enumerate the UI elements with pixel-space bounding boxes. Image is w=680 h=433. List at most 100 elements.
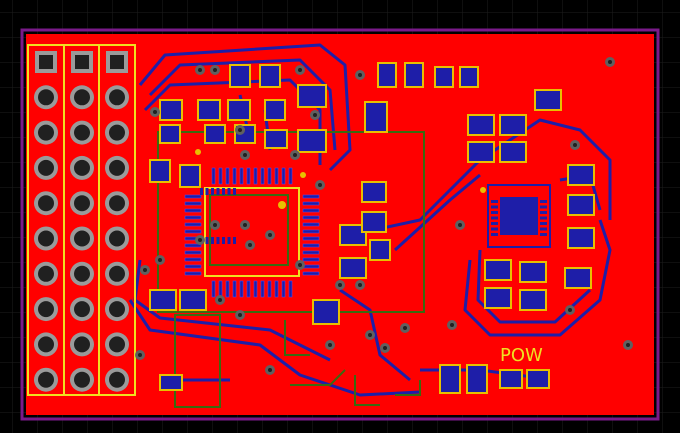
mcu-pad[interactable] xyxy=(281,167,286,185)
smd-pad[interactable] xyxy=(499,141,527,163)
mcu-pad[interactable] xyxy=(246,280,251,298)
mcu-pad[interactable] xyxy=(302,250,320,255)
qfn-pad[interactable] xyxy=(491,233,498,236)
smd-pad[interactable] xyxy=(466,364,488,394)
smd-pad[interactable] xyxy=(259,64,281,88)
qfn-pad[interactable] xyxy=(540,233,547,236)
qfn-pad[interactable] xyxy=(200,188,203,195)
smd-pad[interactable] xyxy=(499,114,527,136)
mcu-pad[interactable] xyxy=(184,250,202,255)
qfn-pad[interactable] xyxy=(540,222,547,225)
mcu-pad[interactable] xyxy=(253,280,258,298)
smd-pad[interactable] xyxy=(227,99,251,121)
smd-pad[interactable] xyxy=(526,369,550,389)
board-outline[interactable] xyxy=(20,28,660,421)
mcu-pad[interactable] xyxy=(239,167,244,185)
qfn-pad[interactable] xyxy=(227,237,231,244)
qfn-pad[interactable] xyxy=(540,227,547,231)
qfn-pad[interactable] xyxy=(491,205,498,209)
mcu-pad[interactable] xyxy=(302,243,320,248)
smd-pad[interactable] xyxy=(361,181,387,203)
smd-pad[interactable] xyxy=(567,194,595,216)
mcu-pad[interactable] xyxy=(218,280,223,298)
via-group[interactable] xyxy=(135,57,633,375)
smd-pad[interactable] xyxy=(459,66,479,88)
mcu-pad[interactable] xyxy=(184,243,202,248)
smd-pad[interactable] xyxy=(364,101,388,133)
mcu-pad[interactable] xyxy=(184,201,202,206)
qfn-pad[interactable] xyxy=(211,188,214,195)
smd-pad[interactable] xyxy=(534,89,562,111)
mcu-pad[interactable] xyxy=(184,215,202,220)
qfn-pad[interactable] xyxy=(205,188,209,195)
smd-pad[interactable] xyxy=(519,289,547,311)
qfn-pad[interactable] xyxy=(491,216,498,220)
smd-pad[interactable] xyxy=(499,369,523,389)
qfn-pad[interactable] xyxy=(491,200,498,203)
mcu-pad[interactable] xyxy=(184,194,202,199)
smd-pad[interactable] xyxy=(159,124,181,144)
qfn-pad[interactable] xyxy=(222,237,225,244)
qfn-ic[interactable] xyxy=(200,184,551,248)
mcu-pad[interactable] xyxy=(232,280,237,298)
mcu-pad[interactable] xyxy=(302,236,320,241)
smd-pad[interactable] xyxy=(361,211,387,233)
mcu-qfp-pads[interactable] xyxy=(184,167,320,298)
smd-pad[interactable] xyxy=(297,129,327,153)
smd-pad[interactable] xyxy=(484,287,512,309)
smd-pad[interactable] xyxy=(159,99,183,121)
mcu-pad[interactable] xyxy=(302,194,320,199)
mcu-pad[interactable] xyxy=(281,280,286,298)
mcu-pad[interactable] xyxy=(253,167,258,185)
mcu-pad[interactable] xyxy=(274,167,279,185)
mcu-pad[interactable] xyxy=(184,222,202,227)
qfn-pad[interactable] xyxy=(540,216,547,220)
qfn-pad[interactable] xyxy=(222,188,225,195)
smd-pad[interactable] xyxy=(404,62,424,88)
mcu-pad[interactable] xyxy=(267,167,272,185)
qfn-pad[interactable] xyxy=(491,227,498,231)
qfn-pad[interactable] xyxy=(540,200,547,203)
mcu-pad[interactable] xyxy=(225,167,230,185)
smd-pad[interactable] xyxy=(179,289,207,311)
smd-pad[interactable] xyxy=(264,129,288,149)
qfn-pad[interactable] xyxy=(227,188,231,195)
mcu-pad[interactable] xyxy=(302,201,320,206)
smd-pad[interactable] xyxy=(467,114,495,136)
mcu-pad[interactable] xyxy=(302,264,320,269)
smd-pad[interactable] xyxy=(564,267,592,289)
mcu-pad[interactable] xyxy=(239,280,244,298)
pin-header[interactable] xyxy=(27,44,136,396)
mcu-pad[interactable] xyxy=(302,222,320,227)
qfn-pad[interactable] xyxy=(216,237,220,244)
qfn-pad[interactable] xyxy=(491,222,498,225)
qfn-pad[interactable] xyxy=(491,211,498,214)
qfn-pad[interactable] xyxy=(205,237,209,244)
smd-pad[interactable] xyxy=(434,66,454,88)
smd-pad[interactable] xyxy=(204,124,226,144)
mcu-pad[interactable] xyxy=(260,280,265,298)
smd-pad[interactable] xyxy=(159,374,183,391)
mcu-pad[interactable] xyxy=(302,229,320,234)
smd-pad-group[interactable] xyxy=(149,62,595,394)
qfn-pad[interactable] xyxy=(216,188,220,195)
mcu-pad[interactable] xyxy=(184,264,202,269)
qfn-pad[interactable] xyxy=(211,237,214,244)
qfn-pad[interactable] xyxy=(233,237,236,244)
smd-pad[interactable] xyxy=(264,99,286,121)
smd-pad[interactable] xyxy=(149,159,171,183)
smd-pad[interactable] xyxy=(567,164,595,186)
mcu-pad[interactable] xyxy=(246,167,251,185)
mcu-pad[interactable] xyxy=(211,167,216,185)
smd-pad[interactable] xyxy=(312,299,340,325)
smd-pad[interactable] xyxy=(179,164,201,188)
smd-pad[interactable] xyxy=(567,227,595,249)
smd-pad[interactable] xyxy=(369,239,391,261)
qfn-pad[interactable] xyxy=(540,211,547,214)
mcu-pad[interactable] xyxy=(218,167,223,185)
qfn-pad[interactable] xyxy=(540,205,547,209)
smd-pad[interactable] xyxy=(484,259,512,281)
mcu-pad[interactable] xyxy=(288,167,293,185)
